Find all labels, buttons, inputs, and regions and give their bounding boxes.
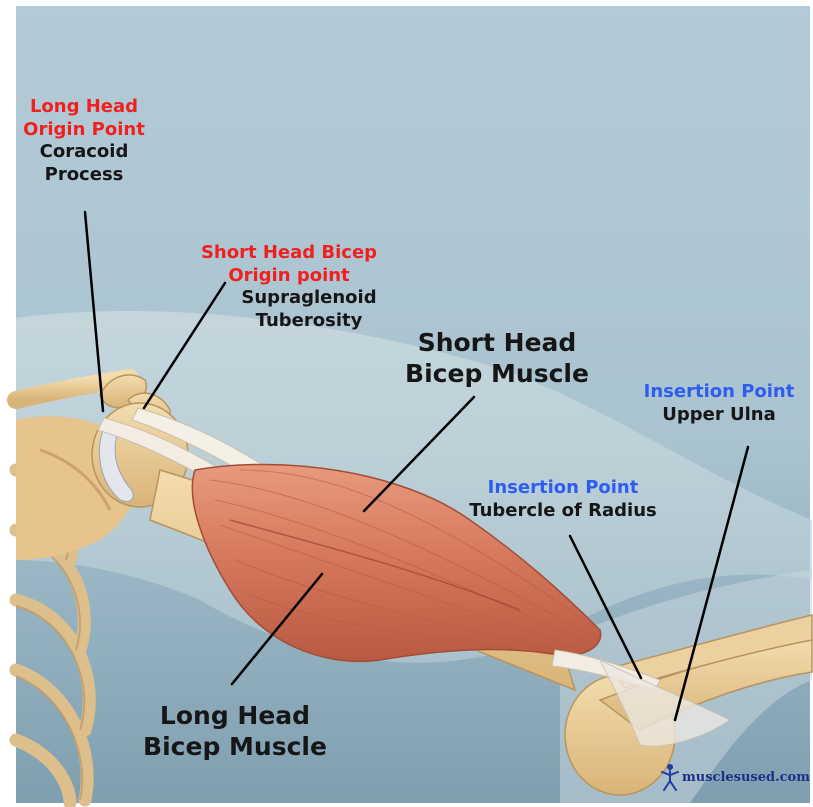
human-figure-icon	[660, 763, 680, 791]
label-short-head-origin-sub-1: Supraglenoid	[227, 287, 391, 310]
watermark: musclesused.com	[660, 762, 810, 792]
label-insertion-ulna-sub: Upper Ulna	[628, 404, 810, 427]
label-short-head-origin: Short Head Bicep Origin point Supragleno…	[187, 242, 391, 332]
label-long-head-origin-sub-1: Coracoid	[18, 141, 150, 164]
label-insertion-ulna: Insertion Point Upper Ulna	[628, 381, 810, 426]
label-insertion-radius-sub: Tubercle of Radius	[452, 500, 674, 523]
watermark-text: musclesused.com	[682, 770, 810, 785]
label-short-head-muscle: Short Head Bicep Muscle	[392, 327, 602, 390]
label-insertion-radius-title: Insertion Point	[452, 477, 674, 500]
label-long-head-muscle: Long Head Bicep Muscle	[130, 700, 340, 763]
label-long-head-origin-sub-2: Process	[18, 164, 150, 187]
label-short-head-muscle-line-1: Short Head	[392, 327, 602, 358]
label-long-head-origin: Long Head Origin Point Coracoid Process	[18, 96, 150, 186]
label-insertion-radius: Insertion Point Tubercle of Radius	[452, 477, 674, 522]
label-short-head-muscle-line-2: Bicep Muscle	[392, 358, 602, 389]
label-short-head-origin-title-1: Short Head Bicep	[187, 242, 391, 265]
label-insertion-ulna-title: Insertion Point	[628, 381, 810, 404]
label-long-head-origin-title-1: Long Head	[18, 96, 150, 119]
top-white-band	[0, 0, 813, 6]
label-long-head-origin-title-2: Origin Point	[18, 119, 150, 142]
label-short-head-origin-title-2: Origin point	[187, 265, 391, 288]
label-long-head-muscle-line-1: Long Head	[130, 700, 340, 731]
label-short-head-origin-sub-2: Tuberosity	[227, 310, 391, 333]
label-long-head-muscle-line-2: Bicep Muscle	[130, 731, 340, 762]
